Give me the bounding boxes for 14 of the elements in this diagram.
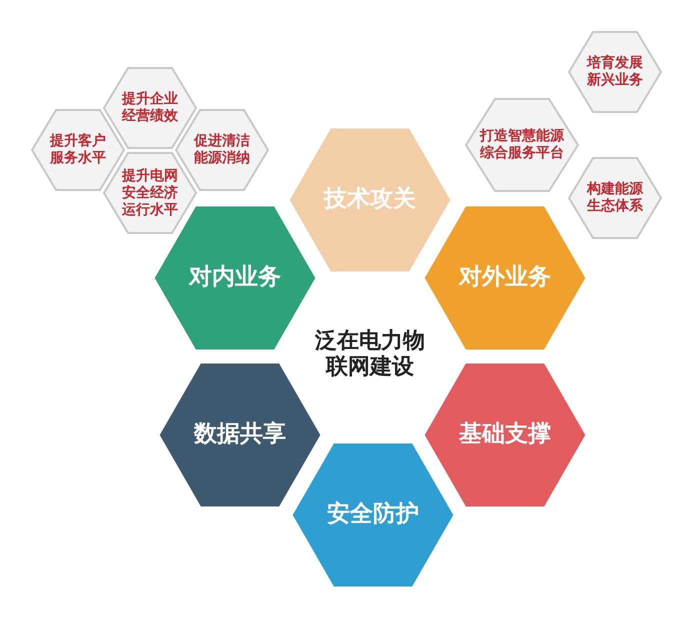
goal-label: 提升电网安全经济运行水平 xyxy=(120,168,179,218)
goal-label: 构建能源生态体系 xyxy=(586,181,644,215)
goal-label: 提升企业经营绩效 xyxy=(120,91,179,125)
hexagon-label: 对外业务 xyxy=(459,264,551,292)
hexagon-label: 技术攻关 xyxy=(324,186,416,214)
goal-label: 提升客户服务水平 xyxy=(48,133,107,167)
hexagon-label: 安全防护 xyxy=(327,501,419,529)
goal-label: 打造智慧能源综合服务平台 xyxy=(479,128,565,162)
hexagon-label: 数据共享 xyxy=(194,421,286,449)
hexagon-label: 基础支撑 xyxy=(459,421,551,449)
center-title: 泛在电力物联网建设 xyxy=(314,328,426,382)
goal-label: 促进清洁能源消纳 xyxy=(192,133,251,167)
hexagon-label: 对内业务 xyxy=(189,264,281,292)
goal-label: 培育发展新兴业务 xyxy=(586,55,644,89)
